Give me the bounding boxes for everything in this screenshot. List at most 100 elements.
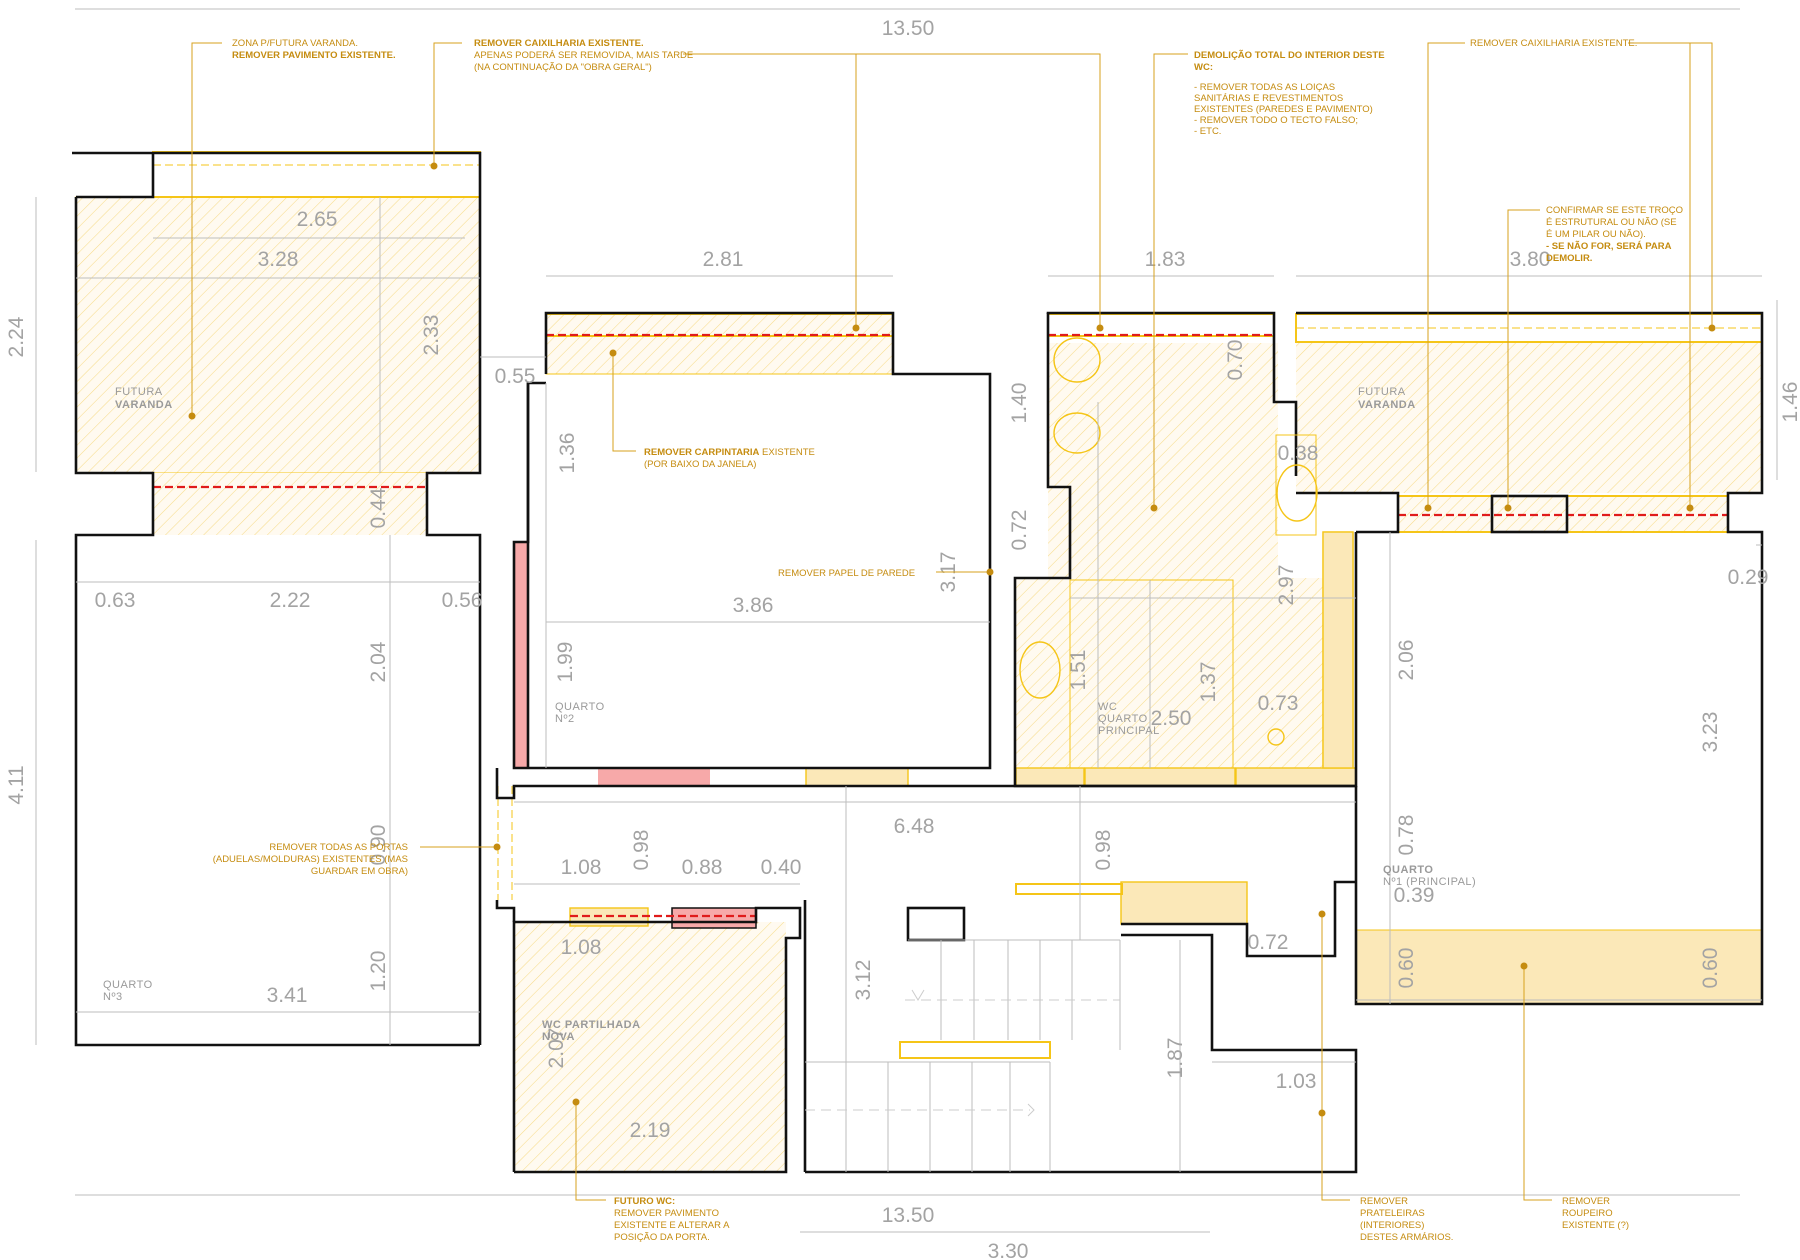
dim-1-08b: 1.08: [561, 936, 602, 959]
dim-1-99: 1.99: [554, 642, 577, 683]
note-wc-l3: - REMOVER TODAS AS LOIÇAS: [1194, 82, 1335, 93]
dim-0-78: 0.78: [1395, 815, 1418, 856]
dim-2-04: 2.04: [367, 641, 390, 682]
note-pilar-l2: É ESTRUTURAL OU NÃO (SE: [1546, 217, 1677, 228]
dim-2-22: 2.22: [270, 589, 311, 612]
dim-0-44: 0.44: [367, 487, 390, 528]
sanitary-fixtures: [1019, 337, 1324, 769]
dim-0-70: 0.70: [1224, 340, 1247, 381]
note-prateleiras-l4: DESTES ARMÁRIOS.: [1360, 1232, 1453, 1243]
cabinet-fixture: [1275, 434, 1317, 536]
annotation-texts: ZONA P/FUTURA VARANDA. REMOVER PAVIMENTO…: [213, 38, 1683, 1243]
dim-0-72a: 0.72: [1008, 510, 1031, 551]
note-roupeiro-l3: EXISTENTE (?): [1562, 1220, 1629, 1231]
dim-bottom-sub: 3.30: [988, 1240, 1029, 1260]
red-block-wc: [671, 907, 757, 929]
dimension-lines: [76, 197, 1762, 1172]
note-wc-l7: - ETC.: [1194, 126, 1221, 137]
note-futuro-wc-l2: REMOVER PAVIMENTO: [614, 1208, 719, 1219]
stairs: [805, 939, 1121, 1172]
note-portas-l3: GUARDAR EM OBRA): [311, 866, 408, 877]
annotation-leaders: [188, 42, 1716, 1201]
dot-pilar: [1504, 504, 1512, 512]
dot-wc-principal: [1150, 504, 1158, 512]
note-caixilharia-l2: APENAS PODERÁ SER REMOVIDA, MAIS TARDE: [474, 50, 693, 61]
varanda-left-frame: [152, 151, 481, 198]
note-varanda-l1: ZONA P/FUTURA VARANDA.: [232, 38, 358, 49]
wc-side-wall: [1322, 531, 1354, 769]
room-varanda-left-l2: VARANDA: [115, 399, 173, 411]
dim-0-88: 0.88: [682, 856, 723, 879]
dim-0-38: 0.38: [1278, 442, 1319, 465]
hatched-areas: [75, 151, 1762, 1172]
room-wc-partilhada-l1: WC PARTILHADA: [542, 1019, 641, 1031]
quarto2-window-zone: [545, 312, 894, 375]
note-wc-l1: DEMOLIÇÃO TOTAL DO INTERIOR DESTE: [1194, 50, 1385, 61]
dot-prateleiras-b: [1318, 1109, 1326, 1117]
dim-1-36: 1.36: [556, 433, 579, 474]
dot-carpintaria: [609, 349, 617, 357]
dim-2-50: 2.50: [1151, 707, 1192, 730]
dot-prateleiras-a: [1318, 910, 1326, 918]
armario-fill: [1120, 881, 1248, 925]
note-wc-l4: SANITÁRIAS E REVESTIMENTOS: [1194, 93, 1343, 104]
room-quarto2-l1: QUARTO: [555, 701, 605, 713]
dim-0-60b: 0.60: [1699, 948, 1722, 989]
dim-3-86: 3.86: [733, 594, 774, 617]
varanda-left-passage: [153, 473, 427, 535]
wc-partilhada-area: [514, 922, 786, 1172]
dim-left-4-11: 4.11: [5, 765, 28, 804]
note-pilar-l1: CONFIRMAR SE ESTE TROÇO: [1546, 205, 1683, 216]
dot-papel-parede: [986, 568, 994, 576]
varanda-right-strip: [1398, 495, 1728, 531]
room-quarto-principal-l2: Nº1 (PRINCIPAL): [1383, 876, 1476, 888]
room-wc-principal-l1: WC: [1098, 701, 1117, 713]
dim-2-65: 2.65: [297, 208, 338, 231]
dim-3-12: 3.12: [852, 960, 875, 1001]
dim-0-98b: 0.98: [1092, 830, 1115, 871]
toilet-fixture: [1053, 337, 1101, 383]
note-caixilharia-right: REMOVER CAIXILHARIA EXISTENTE.: [1470, 38, 1637, 49]
dim-0-90: 0.90: [367, 825, 390, 866]
dot-frame-quarto2: [852, 324, 860, 332]
note-carpintaria-l2: (POR BAIXO DA JANELA): [644, 459, 756, 470]
door-wc-frame-b: [1084, 767, 1236, 787]
room-wc-principal-l3: PRINCIPAL: [1098, 725, 1160, 737]
dim-2-07: 2.07: [545, 1028, 568, 1069]
room-labels: FUTURA VARANDA FUTURA VARANDA QUARTO Nº2…: [103, 386, 1476, 1043]
dimension-texts: 2.65 3.28 2.33 2.81 1.83 3.80 0.55 1.36 …: [95, 208, 1769, 1142]
dot-frame-left: [430, 162, 438, 170]
room-quarto-principal-l1: QUARTO: [1383, 864, 1433, 876]
dim-right-1-46: 1.46: [1779, 382, 1800, 423]
dim-1-51: 1.51: [1067, 650, 1090, 691]
dim-1-03: 1.03: [1276, 1070, 1317, 1093]
note-pilar-l3: É UM PILAR OU NÃO).: [1546, 229, 1646, 240]
dim-1-87: 1.87: [1164, 1038, 1187, 1079]
varanda-left-area: [75, 196, 481, 474]
note-caixilharia-l1: REMOVER CAIXILHARIA EXISTENTE.: [474, 38, 644, 49]
dim-0-72b: 0.72: [1248, 931, 1289, 954]
dim-0-60a: 0.60: [1395, 948, 1418, 989]
door-wc-frame-c: [1235, 767, 1357, 787]
dim-0-55: 0.55: [495, 365, 536, 388]
note-prateleiras-l2: PRATELEIRAS: [1360, 1208, 1425, 1219]
red-dashed-lines: [153, 333, 1728, 918]
dim-1-83: 1.83: [1145, 248, 1186, 271]
sink2-fixture: [1019, 641, 1061, 699]
bidet-fixture: [1053, 412, 1101, 454]
note-varanda-l2: REMOVER PAVIMENTO EXISTENTE.: [232, 50, 396, 61]
note-wc-l2: WC:: [1194, 62, 1213, 73]
note-pilar-l5: DEMOLIR.: [1546, 253, 1592, 264]
dim-1-08a: 1.08: [561, 856, 602, 879]
drain-fixture: [1267, 728, 1285, 746]
dim-3-23: 3.23: [1699, 712, 1722, 753]
room-wc-principal-l2: QUARTO: [1098, 713, 1148, 725]
dim-0-56: 0.56: [442, 589, 483, 612]
room-varanda-right-l1: FUTURA: [1358, 386, 1406, 398]
dim-0-40: 0.40: [761, 856, 802, 879]
dot-strip-right: [1686, 504, 1694, 512]
sink-fixture: [1276, 464, 1318, 522]
dim-2-33: 2.33: [420, 315, 443, 356]
wc-principal-hatch-bottom: [1015, 578, 1341, 768]
walls: [72, 151, 1764, 1174]
